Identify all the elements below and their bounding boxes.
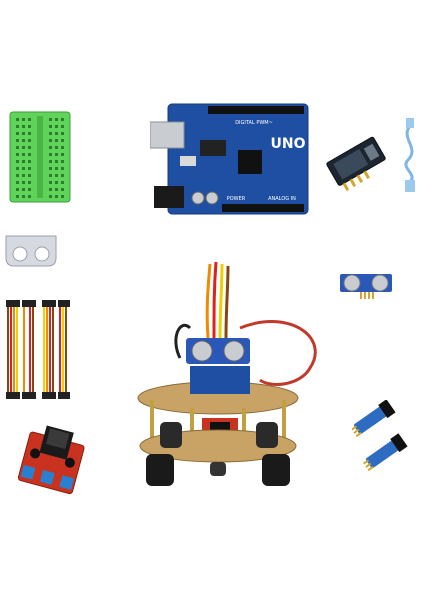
power-label: POWER <box>227 196 246 202</box>
mini-breadboard <box>8 110 72 204</box>
board-name: UNO <box>271 136 306 152</box>
jumper-wires <box>2 300 72 400</box>
digital-label: DIGITAL PWM~ <box>235 120 273 126</box>
bluetooth-module <box>322 132 392 194</box>
usb-cable <box>398 118 422 194</box>
sensor-bracket <box>4 232 58 270</box>
robot-car <box>110 258 330 490</box>
motor-driver-board <box>16 424 88 496</box>
line-tracking-sensors <box>352 400 422 484</box>
analog-label: ANALOG IN <box>268 196 296 202</box>
arduino-uno-board: UNO DIGITAL PWM~ POWER ANALOG IN <box>150 100 310 218</box>
ultrasonic-sensor <box>338 270 394 300</box>
